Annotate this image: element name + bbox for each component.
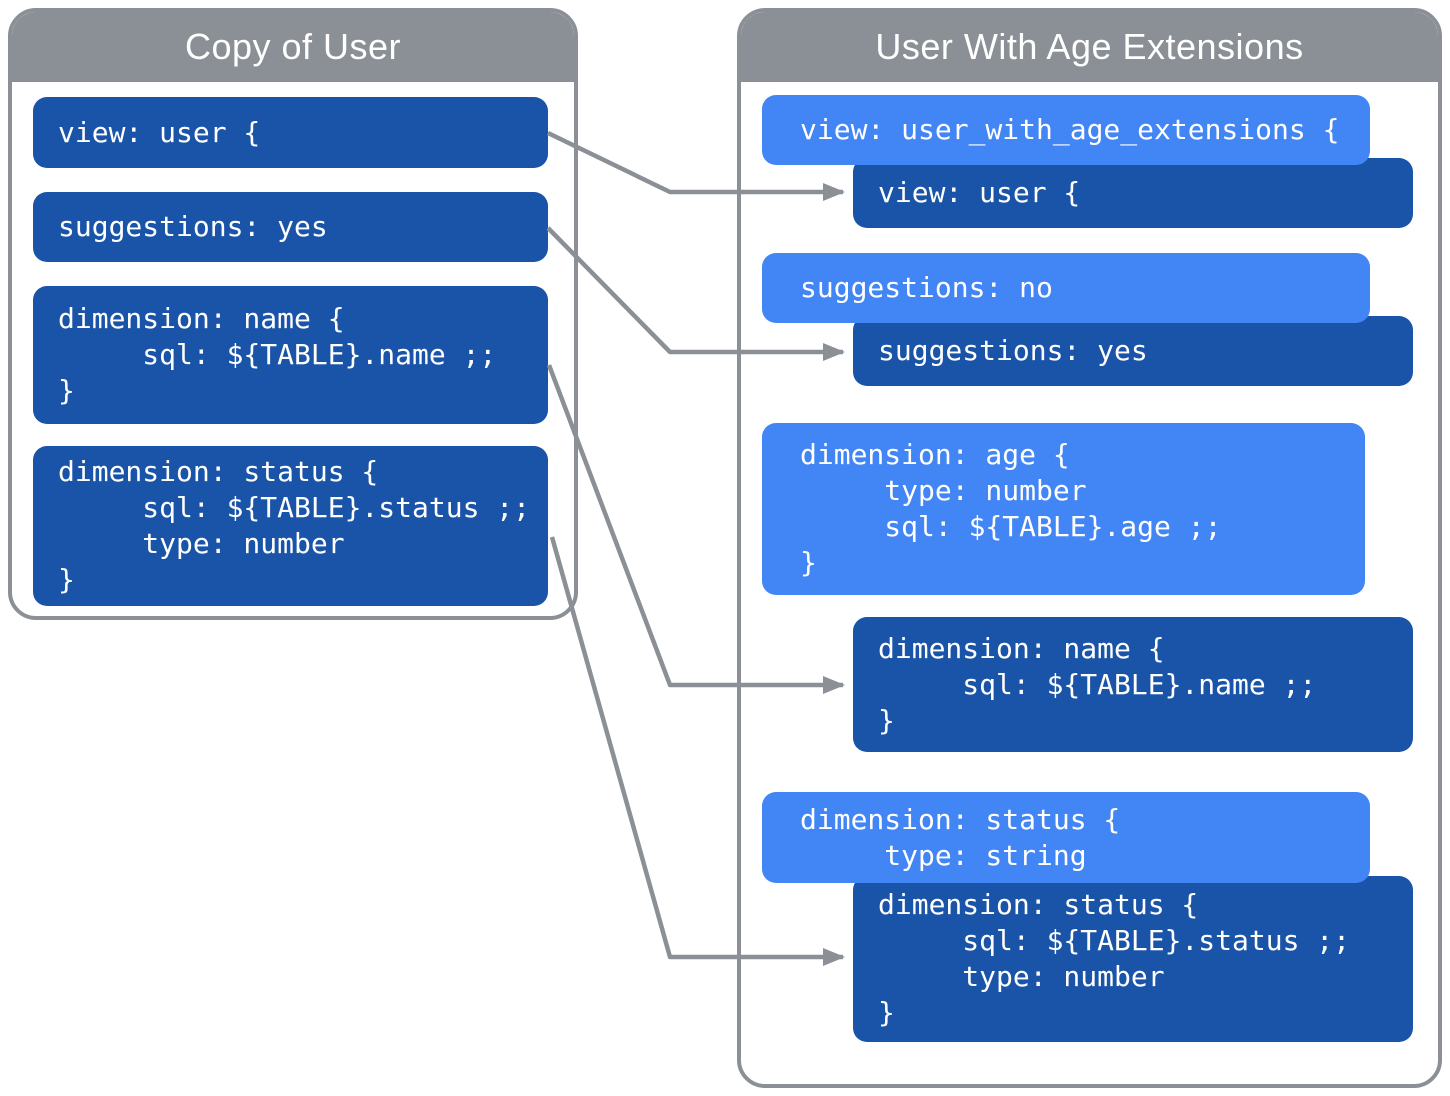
code-block-suggestions-yes-inherited: suggestions: yes [853, 316, 1413, 386]
code-block-dimension-status-inherited: dimension: status { sql: ${TABLE}.status… [853, 876, 1413, 1042]
code-block-suggestions-yes: suggestions: yes [33, 192, 548, 262]
code-block-view-user-inherited: view: user { [853, 158, 1413, 228]
code-block-dimension-age: dimension: age { type: number sql: ${TAB… [762, 423, 1365, 595]
code-block-dimension-status: dimension: status { sql: ${TABLE}.status… [33, 446, 548, 606]
code-block-view-user: view: user { [33, 97, 548, 168]
code-block-dimension-name: dimension: name { sql: ${TABLE}.name ;; … [33, 286, 548, 424]
right-panel-title: User With Age Extensions [741, 12, 1438, 82]
code-block-view-user-with-age-extensions: view: user_with_age_extensions { [762, 95, 1370, 165]
code-block-suggestions-no: suggestions: no [762, 253, 1370, 323]
code-block-dimension-name-inherited: dimension: name { sql: ${TABLE}.name ;; … [853, 617, 1413, 752]
code-block-dimension-status-override: dimension: status { type: string [762, 792, 1370, 883]
left-panel-title: Copy of User [12, 12, 574, 82]
